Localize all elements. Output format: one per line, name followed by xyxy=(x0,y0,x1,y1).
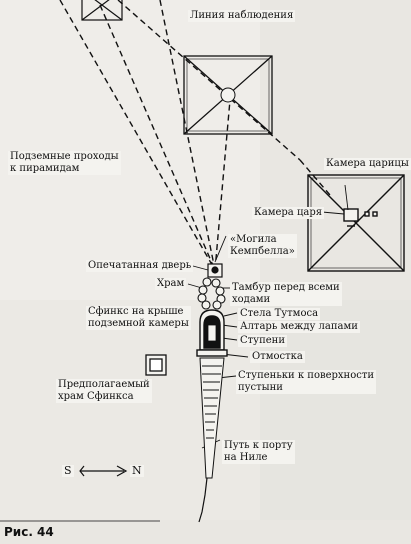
label-queens-chamber: Камера царицы xyxy=(324,158,411,170)
sphinx-enclosure xyxy=(196,309,228,357)
pyramid-great xyxy=(307,174,405,272)
path-to-port xyxy=(198,477,208,523)
label-path-to-port: Путь к порту на Ниле xyxy=(222,440,295,464)
label-sphinx-roof: Сфинкс на крыше подземной камеры xyxy=(86,306,191,330)
label-sealed-door: Опечатанная дверь xyxy=(86,260,194,272)
label-underground-passages: Подземные проходы к пирамидам xyxy=(8,151,121,175)
pyramid-top-left xyxy=(81,0,123,21)
label-compass-s: S xyxy=(62,464,74,477)
label-steps: Ступени xyxy=(238,335,287,347)
label-thutmose-stela: Стела Тутмоса xyxy=(238,308,321,320)
label-altar: Алтарь между лапами xyxy=(238,321,360,333)
figure-caption: Рис. 44 xyxy=(4,525,54,539)
label-blind-area: Отмостка xyxy=(250,351,305,363)
label-kings-chamber: Камера царя xyxy=(252,207,325,219)
label-steps-to-surface: Ступеньки к поверхности пустыни xyxy=(236,370,377,394)
label-observation-line: Линия наблюдения xyxy=(188,10,296,22)
label-compass-n: N xyxy=(130,464,144,477)
campbell-tomb xyxy=(207,263,223,278)
observation-lines xyxy=(59,0,331,271)
label-vestibule: Тамбур перед всеми ходами xyxy=(230,282,342,306)
supposed-temple xyxy=(145,354,167,376)
label-temple: Храм xyxy=(155,278,187,290)
compass-arrow xyxy=(79,465,128,477)
passage-chain xyxy=(197,277,226,310)
label-campbell-tomb: «Могила Кемпбелла» xyxy=(228,234,297,258)
label-supposed-temple: Предполагаемый храм Сфинкса xyxy=(56,379,152,403)
causeway-steps xyxy=(199,357,225,479)
pyramid-middle xyxy=(183,55,273,135)
